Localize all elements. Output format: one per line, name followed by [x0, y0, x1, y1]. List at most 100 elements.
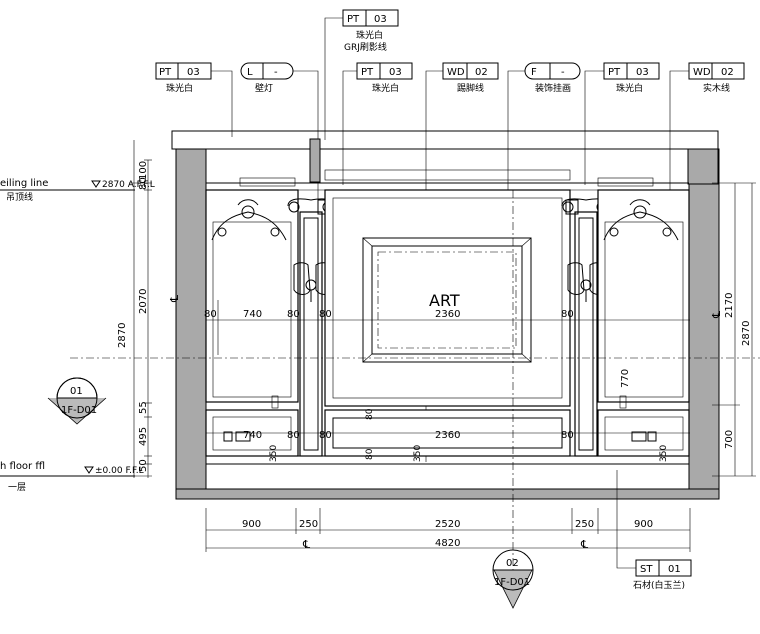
right-wall: [688, 148, 720, 490]
left-socket: [235, 431, 251, 442]
tag-name: 石材(白玉兰): [633, 579, 685, 591]
art-canvas: [377, 251, 517, 349]
left-panel-group: [205, 189, 299, 457]
dim-text: 2520: [435, 519, 460, 530]
dim-text: 55: [138, 401, 149, 414]
tag-num: 03: [636, 67, 649, 78]
callout-ref: 1F-D01: [61, 405, 97, 416]
dim-text: 250: [299, 519, 318, 530]
dim-text: 350: [269, 445, 279, 462]
tag-num: 03: [374, 14, 387, 25]
tag-name: 珠光白: [166, 82, 193, 94]
callout-ref: 1F-D01: [494, 577, 530, 588]
dim-text: 100: [138, 161, 149, 180]
tag-code: PT: [361, 67, 374, 78]
tag-wd02-right: WD 02 实木线: [669, 62, 745, 205]
tag-st01: ST 01 石材(白玉兰): [616, 470, 692, 591]
centerline-mark: ℄: [580, 538, 588, 551]
dim-text: 80: [365, 448, 375, 460]
upper-panel-dimensions: 80 740 80 80 2360 80: [204, 309, 690, 321]
tag-top-center: PT 03 珠光白 GRJ刷影线: [324, 9, 399, 140]
skirting: [205, 455, 690, 465]
tag-code: PT: [608, 67, 621, 78]
dim-text: 80: [319, 430, 332, 441]
tag-num: 02: [475, 67, 488, 78]
dim-text: 2870: [741, 321, 752, 346]
tag-code: F: [531, 67, 537, 78]
dim-text: 2360: [435, 309, 460, 320]
tag-num: 03: [187, 67, 200, 78]
section-callout-02[interactable]: 02 1F-D01: [492, 549, 534, 609]
tag-pt03-mid: PT 03 珠光白: [342, 62, 413, 185]
tag-name: 珠光白: [372, 82, 399, 94]
dim-text: 50: [138, 459, 149, 472]
floor-cn: 一层: [8, 482, 26, 493]
centerline-mark: ℄: [710, 311, 723, 319]
center-panel-group: ART: [324, 189, 571, 457]
art-frame-inner: [371, 245, 523, 355]
tag-num: 03: [389, 67, 402, 78]
left-dimensions: 100 80 2070 55 495 50 2870 ℄: [117, 140, 181, 478]
art-frame-outer: [362, 237, 532, 363]
centerline-mark: ℄: [168, 295, 181, 303]
dim-text: 80: [561, 430, 574, 441]
dim-text: 250: [575, 519, 594, 530]
dim-text: 80: [319, 309, 332, 320]
dim-text: 80: [204, 309, 217, 320]
tag-code: WD: [447, 67, 465, 78]
right-ornament: [603, 199, 679, 241]
dim-text: 900: [242, 519, 261, 530]
dim-text: 900: [634, 519, 653, 530]
tag-name: 珠光白: [356, 29, 383, 41]
callout-num: 01: [70, 386, 83, 397]
tag-name: 珠光白: [616, 82, 643, 94]
dim-text: 80: [287, 430, 300, 441]
tag-code: PT: [347, 14, 360, 25]
tag-pt03-left: PT 03 珠光白: [155, 62, 233, 137]
callout-num: 02: [506, 558, 519, 569]
tag-name: 装饰挂画: [535, 82, 571, 94]
tag-l-lamp: L - 壁灯: [240, 62, 319, 265]
left-ornament: [211, 199, 287, 241]
ceiling-label: eiling line: [0, 178, 48, 189]
left-wall: [175, 148, 207, 490]
floor-label: h floor ffl: [0, 461, 45, 472]
right-bulkhead: [687, 148, 719, 185]
dim-text: 80: [365, 408, 375, 420]
floor-level: h floor ffl 一层 ±0.00 F.F.L: [0, 461, 144, 493]
dim-text: 2360: [435, 430, 460, 441]
lower-panel-dimensions: 740 80 80 2360 80: [206, 430, 690, 441]
right-dimensions: 2170 700 2870 ℄: [710, 182, 756, 477]
art-label: ART: [429, 291, 460, 310]
tag-sub: GRJ刷影线: [344, 41, 387, 53]
section-callout-01[interactable]: 01 1F-D01: [47, 377, 107, 425]
dim-text: 2870: [117, 323, 128, 348]
dim-text: 80: [138, 177, 149, 190]
dim-text: 700: [724, 430, 735, 449]
dim-text: 2070: [138, 289, 149, 314]
floor-value: ±0.00 F.F.L: [95, 466, 144, 476]
dim-text: 740: [243, 309, 262, 320]
tag-name: 踢脚线: [457, 82, 484, 94]
dim-text: 80: [287, 309, 300, 320]
dim-text: 350: [659, 445, 669, 462]
crown-moulding: [324, 169, 571, 181]
dim-text: 2170: [724, 293, 735, 318]
tag-num: 02: [721, 67, 734, 78]
centerline-mark: ℄: [302, 538, 310, 551]
tag-code: PT: [159, 67, 172, 78]
center-column-cap: [309, 138, 321, 183]
ceiling-level: eiling line 吊顶线 2870 A.F.F.L: [0, 178, 155, 203]
tag-pt03-right: PT 03 珠光白: [584, 62, 660, 185]
tag-num: -: [561, 67, 565, 78]
tag-num: 01: [668, 564, 681, 575]
dim-text: 80: [561, 309, 574, 320]
tag-name: 壁灯: [255, 82, 273, 94]
tag-code: ST: [640, 564, 653, 575]
tag-name: 实木线: [703, 82, 730, 94]
ceiling-cn: 吊顶线: [6, 191, 33, 203]
right-panel-group: [597, 189, 690, 457]
tag-num: -: [274, 67, 278, 78]
